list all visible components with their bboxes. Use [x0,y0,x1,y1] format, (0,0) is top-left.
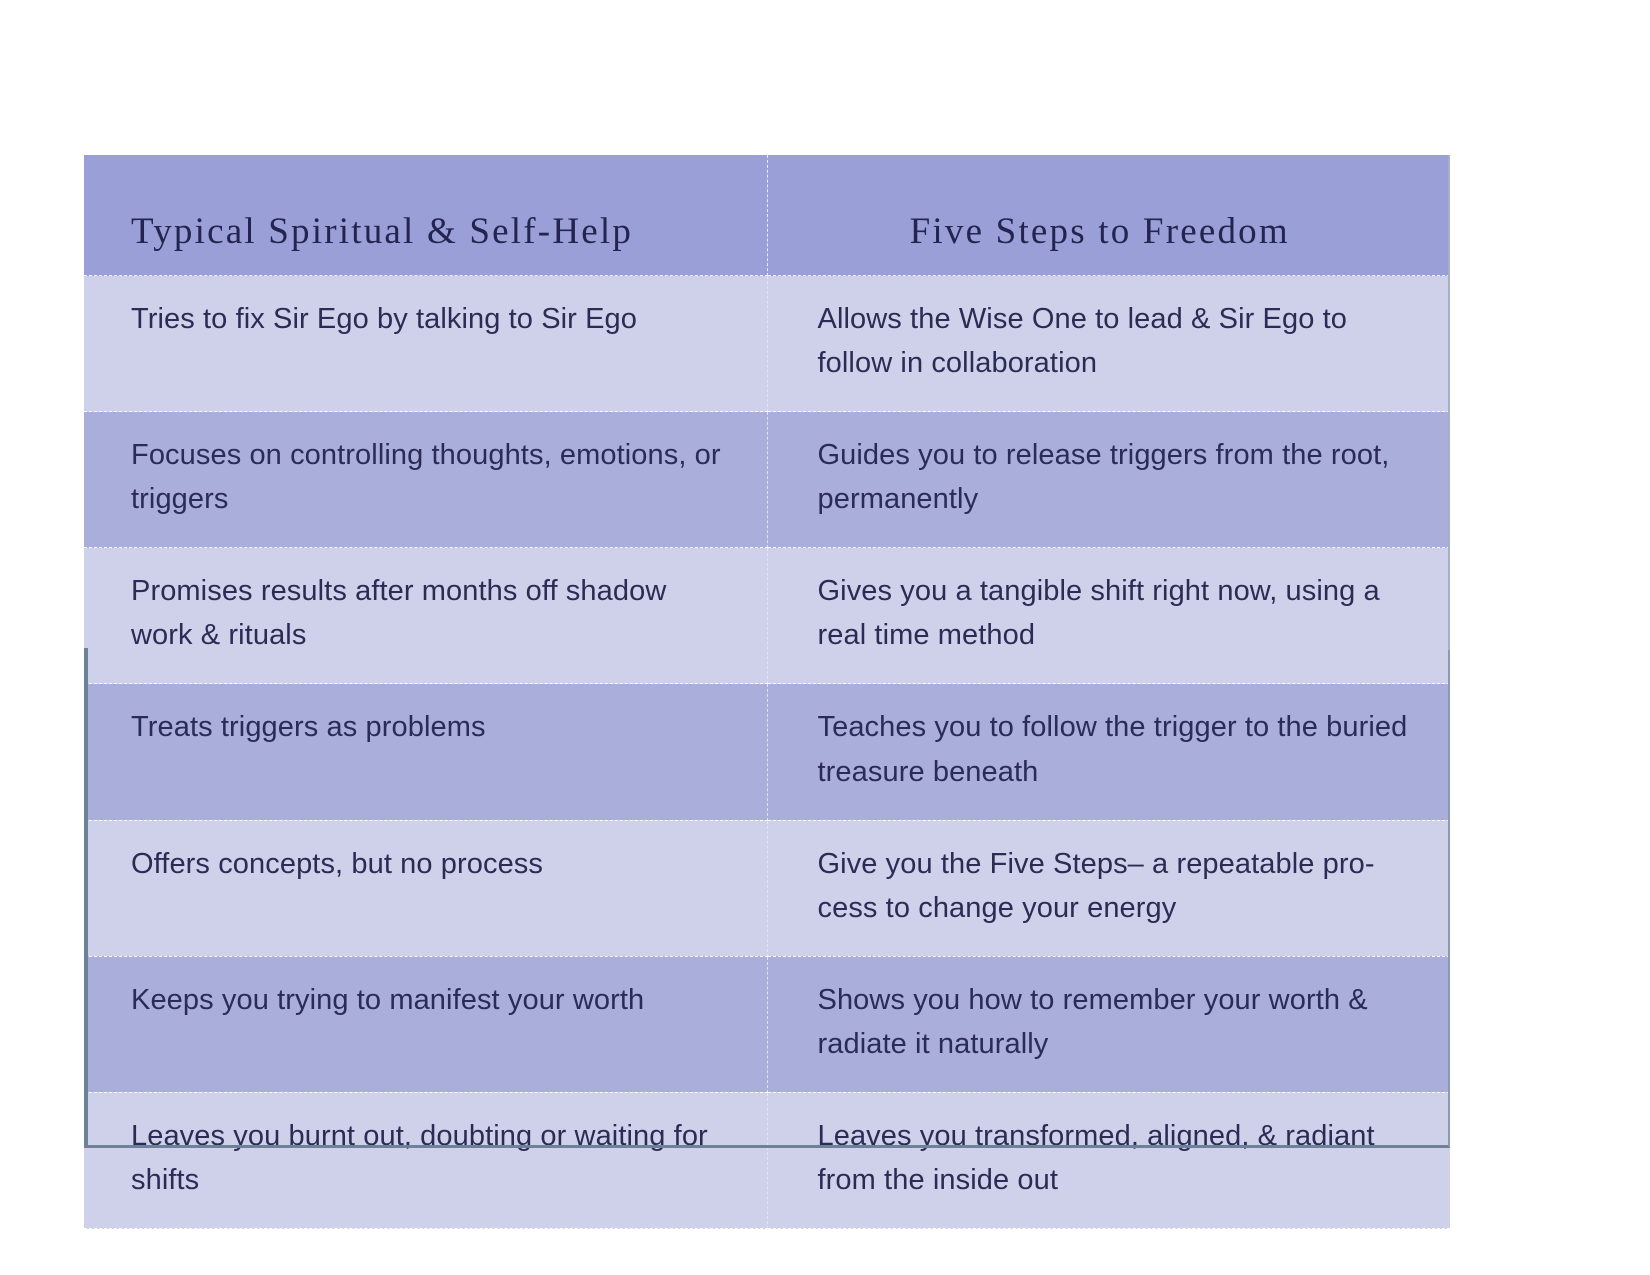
table-cell-left: Treats triggers as problems [84,683,768,821]
cell-text-left: Offers concepts, but no process [131,847,544,880]
table-cell-right: Teaches you to follow the trigger to the… [767,683,1450,821]
table-cell-right: Shows you how to remember your worth & r… [767,956,1450,1093]
comparison-table: Typical Spiritual & Self-Help Five Steps… [84,155,1450,1230]
table-cell-right: Allows the Wise One to lead & Sir Ego to… [767,275,1450,413]
header-label-typical-spiritual: Typical Spiritual & Self-Help [131,210,634,252]
table-body: Tries to fix Sir Ego by talking to Sir E… [84,275,1450,1230]
table-cell-left: Leaves you burnt out, doubting or waitin… [84,1092,768,1230]
table-header: Typical Spiritual & Self-Help Five Steps… [84,155,1450,276]
table-row: Offers concepts, but no process Give you… [84,820,1450,957]
table-row: Focuses on controlling thoughts, emotion… [84,411,1450,549]
cell-text-right: Shows you how to remember your worth & r… [817,983,1368,1060]
table-row: Promises results after months off shadow… [84,547,1450,685]
cell-text-right: Allows the Wise One to lead & Sir Ego to… [817,303,1347,380]
header-row: Typical Spiritual & Self-Help Five Steps… [84,155,1450,276]
table-cell-left: Offers concepts, but no process [84,820,768,957]
header-cell-left: Typical Spiritual & Self-Help [84,155,768,276]
table-row: Keeps you trying to manifest your worth … [84,956,1450,1093]
cell-text-left: Tries to fix Sir Ego by talking to Sir E… [131,303,637,335]
table-cell-left: Tries to fix Sir Ego by talking to Sir E… [84,275,768,413]
table-cell-right: Gives you a tangible shift right now, us… [767,547,1450,685]
header-cell-right: Five Steps to Freedom [767,155,1450,276]
cell-text-right: Teaches you to follow the trigger to the… [817,711,1408,788]
header-label-five-steps: Five Steps to Freedom [909,210,1290,252]
cell-text-right: Guides you to release triggers from the … [817,439,1390,516]
cell-text-right: Gives you a tangible shift right now, us… [817,575,1380,652]
cell-text-left: Leaves you burnt out, doubting or waitin… [131,1119,708,1197]
cell-text-right: Give you the Five Steps– a repeatable pr… [817,847,1375,924]
table-cell-right: Guides you to release triggers from the … [767,411,1450,549]
comparison-table-container: Typical Spiritual & Self-Help Five Steps… [84,155,1450,1230]
table-cell-right: Give you the Five Steps– a repeatable pr… [767,820,1450,957]
table-cell-left: Keeps you trying to manifest your worth [84,956,768,1093]
cell-text-left: Keeps you trying to manifest your worth [131,983,645,1016]
table-row: Tries to fix Sir Ego by talking to Sir E… [84,275,1450,413]
table-row: Treats triggers as problems Teaches you … [84,683,1450,821]
table-cell-right: Leaves you transformed, aligned, & radia… [767,1092,1450,1230]
cell-text-right: Leaves you transformed, aligned, & radia… [817,1119,1375,1197]
table-row: Leaves you burnt out, doubting or waitin… [84,1092,1450,1230]
table-cell-left: Focuses on controlling thoughts, emotion… [84,411,768,549]
cell-text-left: Promises results after months off shadow… [131,575,667,652]
cell-text-left: Treats triggers as problems [131,711,486,744]
table-cell-left: Promises results after months off shadow… [84,547,768,685]
cell-text-left: Focuses on controlling thoughts, emotion… [131,439,721,516]
